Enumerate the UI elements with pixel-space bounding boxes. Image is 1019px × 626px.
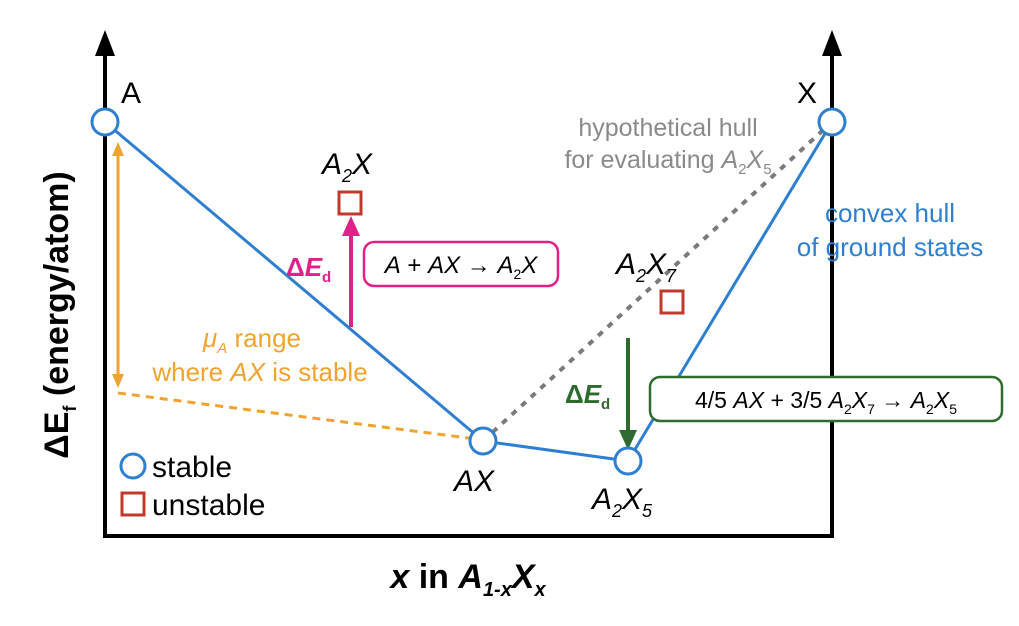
convex-hull-label-line2: of ground states (797, 232, 983, 262)
point-x (817, 107, 847, 137)
x-axis-label: x in A1-xXx (388, 558, 546, 601)
y-axis-left-arrowhead (95, 30, 115, 56)
reaction-box-a2x (362, 240, 560, 288)
legend-stable-icon (119, 452, 147, 480)
label-a2x5: A2X5 (590, 483, 653, 521)
point-ax (468, 426, 498, 456)
point-a2x (337, 190, 363, 216)
delta-ed-arrow-a2x5-head (619, 430, 637, 450)
convex-hull-label-line1: convex hull (825, 198, 955, 228)
label-a2x: A2X (320, 148, 373, 186)
hypothetical-hull-label-line2: for evaluating A2X5 (564, 146, 771, 178)
label-ax: AX (452, 465, 495, 498)
hypothetical-hull-label-line1: hypothetical hull (578, 114, 757, 142)
label-a: A (121, 77, 141, 110)
legend-unstable-icon (120, 491, 146, 517)
delta-ed-arrow-a2x-head (342, 216, 360, 236)
mu-range-label-line1: μA range (202, 323, 301, 357)
mu-range-arrowhead-top (112, 142, 124, 156)
convex-hull-line (104, 120, 834, 463)
reaction-a2x: A + AX → A2X (383, 252, 539, 282)
reaction-a2x5: 4/5 AX + 3/5 A2X7 → A2X5 (695, 387, 957, 417)
legend-stable-label: stable (152, 451, 232, 484)
label-a2x7: A2X7 (614, 248, 677, 286)
y-axis-right-arrowhead (822, 30, 842, 56)
hypothetical-hull-line (481, 120, 834, 443)
point-a2x5 (613, 446, 643, 476)
point-a (90, 107, 120, 137)
label-x: X (797, 77, 817, 110)
mu-range-dashed-line (117, 391, 477, 441)
legend-unstable-label: unstable (152, 489, 265, 522)
delta-ed-label-green: ΔEd (565, 379, 610, 413)
mu-range-arrowhead-bottom (112, 374, 124, 388)
reaction-box-a2x5 (648, 375, 1004, 423)
point-a2x7 (659, 289, 685, 315)
mu-range-label-line2: where AX is stable (151, 357, 367, 387)
delta-ed-label-pink: ΔEd (286, 252, 331, 286)
y-axis-label: ΔEf (energy/atom) (38, 171, 80, 458)
